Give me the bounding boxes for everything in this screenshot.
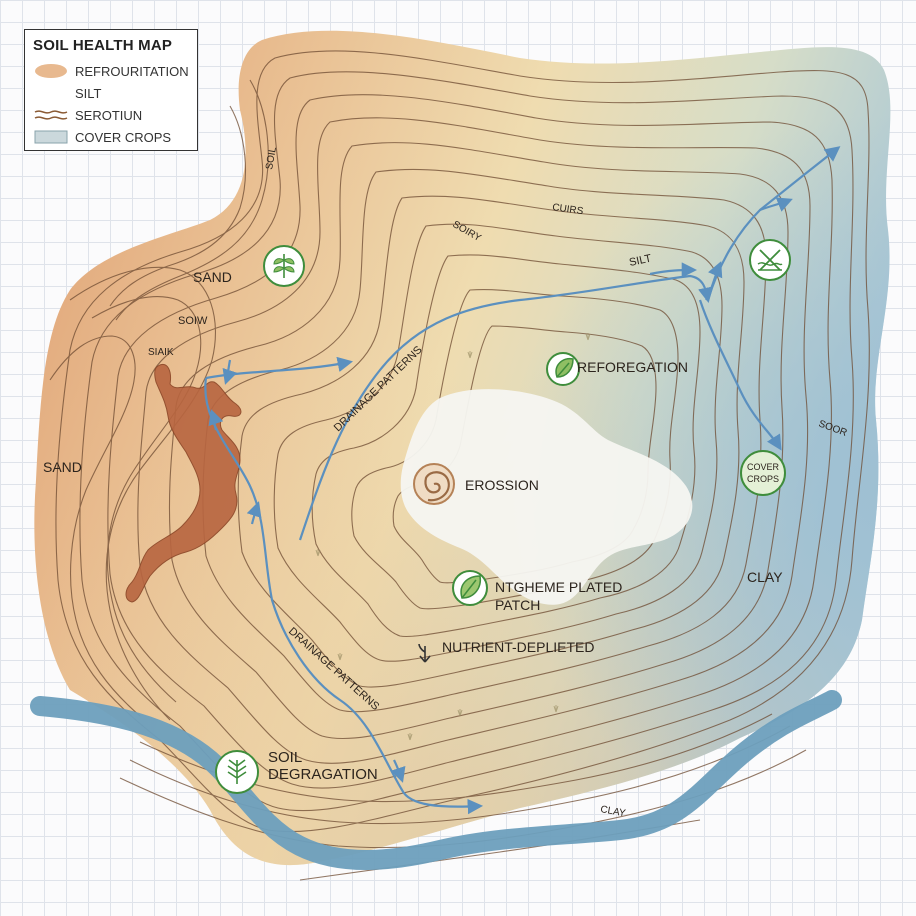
cover-crops-label-2: CROPS xyxy=(747,474,779,484)
legend-swatch-box xyxy=(33,129,69,145)
nutrient-leaf-icon xyxy=(452,570,488,606)
nutrient-depleted-patch xyxy=(400,389,693,605)
cover-crops-label-1: COVER xyxy=(747,462,780,472)
legend-item-refrouritation: REFROURITATION xyxy=(33,60,189,82)
legend-label: SEROTIUN xyxy=(75,107,143,123)
label-siaik: SIAIK xyxy=(148,347,174,358)
label-cuirs: CUIRS xyxy=(552,202,585,217)
legend-label: SILT xyxy=(75,85,102,101)
sprout-down-icon xyxy=(418,643,431,663)
contour-lines xyxy=(49,50,870,881)
no-tillage-icon xyxy=(749,239,791,281)
legend-label: COVER CROPS xyxy=(75,129,172,145)
label-reforestation: REFOREGATION xyxy=(577,359,688,375)
legend-item-serotiun: SEROTIUN xyxy=(33,104,189,126)
label-sand-upper: SAND xyxy=(193,269,232,285)
feature-labels: REFOREGATION EROSSION NTGHEME PLATED PAT… xyxy=(268,359,688,783)
map-legend: SOIL HEALTH MAP REFROURITATION SILT SERO… xyxy=(24,29,198,151)
label-clay-small: CLAY xyxy=(599,804,626,819)
erosion-swirl-icon xyxy=(413,463,455,505)
legend-title: SOIL HEALTH MAP xyxy=(33,37,173,54)
label-soiw: SOIW xyxy=(178,315,208,327)
grass-tufts xyxy=(315,333,591,741)
label-erosion: EROSSION xyxy=(465,477,539,493)
label-nutrient-patch-1: NTGHEME PLATED xyxy=(495,579,622,595)
plant-icon xyxy=(263,245,305,287)
label-soil-degradation-2: DEGRAGATION xyxy=(268,766,378,783)
label-soil-degradation-1: SOIL xyxy=(268,749,302,766)
legend-item-silt: SILT xyxy=(33,82,189,104)
label-nutrient-depleted: NUTRIENT-DEPLIETED xyxy=(442,639,594,655)
legend-swatch-empty xyxy=(33,85,69,101)
label-silt: SILT xyxy=(628,252,653,268)
legend-swatch-blob xyxy=(33,63,69,79)
cover-crops-badge xyxy=(740,450,786,496)
legend-label: REFROURITATION xyxy=(75,63,189,79)
label-clay: CLAY xyxy=(747,569,783,585)
label-nutrient-patch-2: PATCH xyxy=(495,597,540,613)
drainage-patterns xyxy=(204,146,841,815)
legend-swatch-wavy xyxy=(33,107,69,123)
label-soil-top: SOIL xyxy=(264,146,279,171)
label-sand-left: SAND xyxy=(43,459,82,475)
river xyxy=(30,690,842,870)
reforestation-leaf-icon xyxy=(546,352,580,386)
soil-degradation-icon xyxy=(215,750,259,794)
legend-item-cover-crops: COVER CROPS xyxy=(33,126,189,148)
